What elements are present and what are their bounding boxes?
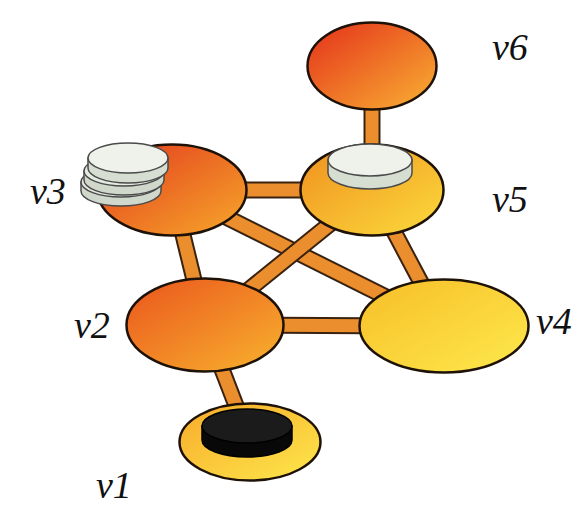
vertex-shape [299, 143, 445, 237]
vertex-shape [306, 21, 438, 111]
vertex-label: v1 [96, 466, 132, 504]
vertex-shape [96, 143, 248, 237]
vertex-ellipse: v1 [178, 402, 322, 482]
chip-top [88, 143, 168, 173]
vertex-label: v4 [536, 302, 572, 340]
vertex-label: v2 [74, 306, 110, 344]
edge-band [393, 230, 422, 285]
edge-band [248, 223, 331, 290]
vertex-shape [178, 402, 322, 482]
edge-fill [366, 107, 379, 148]
vertex-label: v5 [492, 180, 528, 218]
edge-fill [393, 230, 422, 285]
vertex-label: v6 [492, 28, 528, 66]
edge-band [240, 190, 306, 191]
edge-band [221, 367, 236, 407]
edge-fill [240, 184, 306, 197]
chip-top [328, 144, 412, 176]
chip-top [202, 409, 292, 443]
edge-fill [182, 232, 194, 282]
vertex-fill [301, 145, 444, 236]
edge-fill [221, 367, 236, 407]
edge-outline [364, 107, 381, 148]
edge-outline [182, 232, 194, 282]
edge-outline [393, 230, 422, 285]
edge-fill [277, 319, 367, 332]
vertex-shape [125, 277, 285, 373]
vertex-fill [360, 280, 529, 373]
vertex-ellipse: v2 [125, 277, 285, 373]
edge-band [372, 107, 373, 148]
edge-outline [277, 317, 367, 334]
edge-outline [248, 223, 331, 290]
vertex-ellipse: v5 [299, 143, 445, 237]
edge-outline [240, 182, 306, 199]
vertex-ellipse: v4 [358, 278, 530, 374]
vertex-ellipse: v3 [96, 143, 248, 237]
vertex-fill [308, 23, 437, 110]
vertex-ellipse: v6 [306, 21, 438, 111]
vertex-fill [127, 279, 284, 372]
vertex-fill [180, 404, 321, 481]
edge-band [277, 325, 367, 326]
vertex-shape [358, 278, 530, 374]
edge-outline [221, 367, 236, 407]
edge-band [182, 232, 194, 282]
edge-fill [248, 223, 331, 290]
vertex-label: v3 [30, 172, 66, 210]
